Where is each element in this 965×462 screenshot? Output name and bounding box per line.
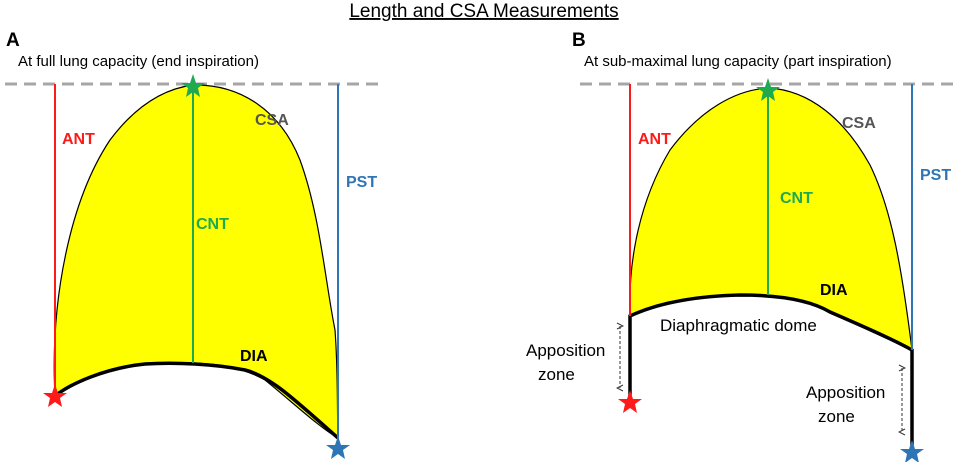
panel-a-cnt-label: CNT <box>196 216 229 233</box>
panel-b-diaphragm-curve <box>628 293 914 448</box>
panel-b-dia-label: DIA <box>820 282 848 299</box>
panel-b-csa-label: CSA <box>842 115 876 132</box>
panel-a: A At full lung capacity (end inspiration… <box>5 30 380 459</box>
panel-b-left-apposition-line2: zone <box>538 365 575 384</box>
panel-b-dome-label: Diaphragmatic dome <box>660 316 817 335</box>
panel-b-cnt-label: CNT <box>780 190 813 207</box>
figure-title: Length and CSA Measurements <box>349 1 618 22</box>
panel-a-csa-label: CSA <box>255 112 289 129</box>
panel-a-lung-shape <box>53 84 339 440</box>
panel-b-ant-star-icon <box>618 390 642 413</box>
panel-b-letter: B <box>572 30 586 51</box>
panel-b-right-apposition-line2: zone <box>818 407 855 426</box>
panel-a-subtitle: At full lung capacity (end inspiration) <box>18 53 259 70</box>
panel-a-ant-star-icon <box>43 384 67 407</box>
panel-a-pst-star-icon <box>326 436 350 459</box>
panel-b-pst-label: PST <box>920 167 951 184</box>
panel-a-dia-label: DIA <box>240 348 268 365</box>
panel-b-left-apposition-line1: Apposition <box>526 341 605 360</box>
panel-b-right-apposition-line1: Apposition <box>806 383 885 402</box>
panel-b-ant-label: ANT <box>638 131 671 148</box>
panel-a-diaphragm-curve <box>53 361 340 440</box>
panel-a-ant-label: ANT <box>62 131 95 148</box>
panel-a-letter: A <box>6 30 20 51</box>
panel-a-pst-label: PST <box>346 174 377 191</box>
panel-b-subtitle: At sub-maximal lung capacity (part inspi… <box>584 53 892 70</box>
panel-b: B At sub-maximal lung capacity (part ins… <box>526 30 960 462</box>
panel-b-cnt-star-icon <box>756 78 780 101</box>
panel-a-cnt-star-icon <box>181 74 205 97</box>
panel-b-pst-star-icon <box>900 440 924 462</box>
